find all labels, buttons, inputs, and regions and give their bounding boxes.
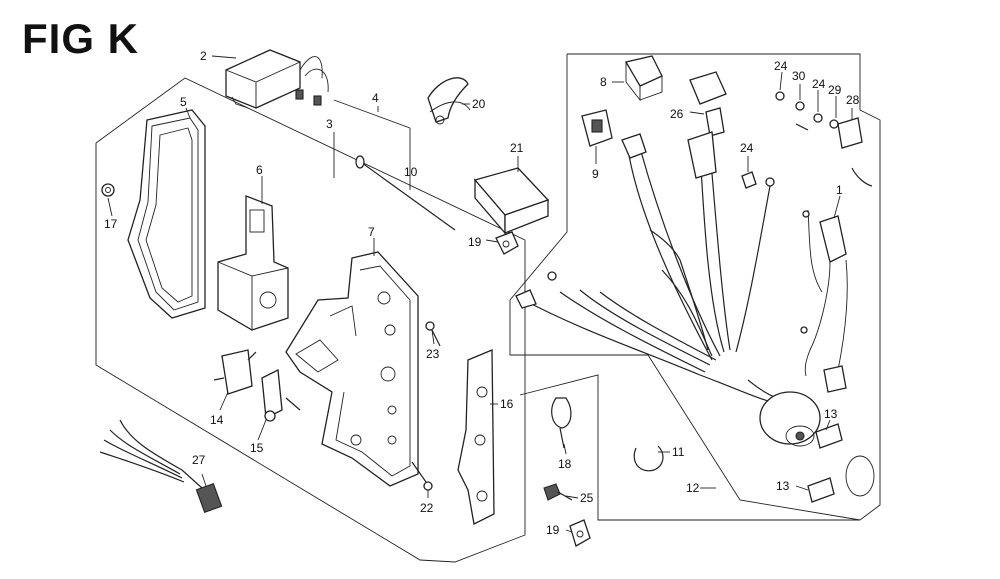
relay-8 bbox=[624, 55, 663, 102]
callout-8: 8 bbox=[600, 75, 607, 89]
callout-9: 9 bbox=[592, 167, 599, 181]
clip-11 bbox=[633, 445, 664, 472]
callout-2: 2 bbox=[200, 49, 207, 63]
control-panel bbox=[285, 251, 419, 487]
right-group-outline bbox=[509, 53, 881, 521]
callout-24-b: 24 bbox=[812, 77, 826, 91]
callout-24-a: 24 bbox=[774, 59, 788, 73]
callout-27: 27 bbox=[192, 453, 206, 467]
callout-21: 21 bbox=[510, 141, 524, 155]
callout-labels: 2 5 3 4 10 20 21 19 6 17 7 23 14 15 16 2… bbox=[104, 49, 860, 537]
callout-24-c: 24 bbox=[740, 141, 754, 155]
callout-29: 29 bbox=[828, 83, 842, 97]
callout-25: 25 bbox=[580, 491, 594, 505]
callout-12: 12 bbox=[686, 481, 700, 495]
callout-15: 15 bbox=[250, 441, 264, 455]
keys-13 bbox=[807, 423, 875, 503]
nut-24-c bbox=[741, 171, 757, 189]
callout-28: 28 bbox=[846, 93, 860, 107]
callout-13-a: 13 bbox=[824, 407, 838, 421]
plate-16 bbox=[457, 349, 495, 525]
bracket-28 bbox=[837, 117, 873, 187]
callout-23: 23 bbox=[426, 347, 440, 361]
switch-15 bbox=[261, 368, 301, 422]
clip-20 bbox=[427, 77, 471, 125]
screw-22 bbox=[411, 461, 433, 491]
ignition-switch bbox=[759, 391, 821, 447]
screw-23 bbox=[425, 321, 441, 347]
callout-19-lower: 19 bbox=[546, 523, 560, 537]
callout-19-upper: 19 bbox=[468, 235, 482, 249]
callout-10: 10 bbox=[404, 165, 418, 179]
box-21 bbox=[473, 167, 550, 235]
callout-22: 22 bbox=[420, 501, 434, 515]
callout-14: 14 bbox=[210, 413, 224, 427]
screw-stack bbox=[795, 123, 809, 131]
nut-24-a bbox=[775, 91, 785, 101]
ignition-module bbox=[225, 49, 329, 109]
leader-lines bbox=[107, 55, 853, 533]
callout-3: 3 bbox=[326, 117, 333, 131]
callout-6: 6 bbox=[256, 163, 263, 177]
callout-1: 1 bbox=[836, 183, 843, 197]
grommet-17 bbox=[101, 183, 115, 197]
bolt-25 bbox=[543, 483, 573, 501]
left-group-outline bbox=[95, 77, 526, 563]
mounting-bracket bbox=[217, 195, 289, 331]
clamp-19-lower bbox=[569, 519, 591, 547]
washer-30 bbox=[795, 101, 805, 111]
tie-band-18 bbox=[551, 397, 572, 449]
callout-30: 30 bbox=[792, 69, 806, 83]
callout-5: 5 bbox=[180, 95, 187, 109]
switch-assembly-1 bbox=[800, 209, 848, 393]
fuse-holder-26 bbox=[689, 71, 727, 137]
callout-18: 18 bbox=[558, 457, 572, 471]
callout-17: 17 bbox=[104, 217, 118, 231]
lower-right-outline bbox=[519, 374, 860, 521]
switch-14 bbox=[213, 349, 257, 395]
cable-27 bbox=[99, 419, 223, 514]
main-harness-12 bbox=[515, 131, 791, 405]
rear-cover bbox=[127, 109, 206, 319]
rod-10 bbox=[355, 155, 456, 231]
connector-9 bbox=[581, 109, 613, 147]
callout-7: 7 bbox=[368, 225, 375, 239]
callout-11: 11 bbox=[672, 445, 685, 459]
callout-4: 4 bbox=[372, 91, 379, 105]
callout-20: 20 bbox=[472, 97, 486, 111]
callout-13-b: 13 bbox=[776, 479, 790, 493]
callout-16: 16 bbox=[500, 397, 514, 411]
callout-26: 26 bbox=[670, 107, 684, 121]
figure-title: FIG K bbox=[22, 15, 139, 62]
nut-24-b bbox=[813, 113, 823, 123]
washer-29 bbox=[829, 119, 839, 129]
clamp-19-upper bbox=[495, 231, 519, 255]
